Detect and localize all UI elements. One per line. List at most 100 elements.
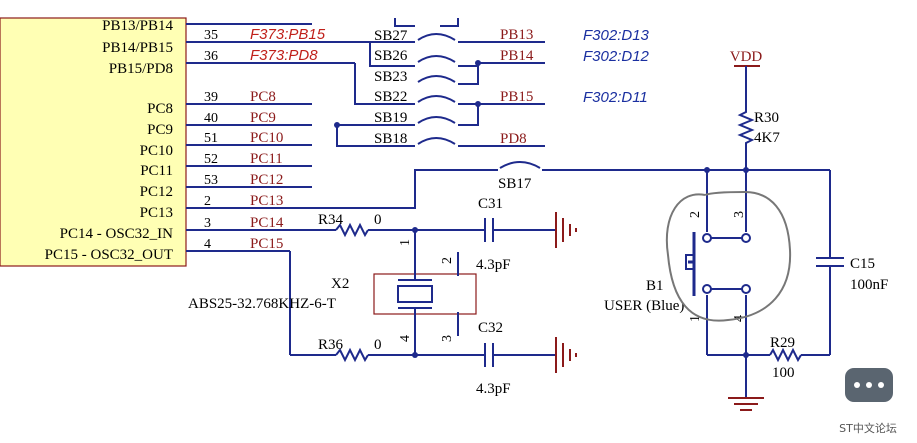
- ground-c32: [555, 337, 577, 373]
- ic-pin-name: PC10: [140, 143, 173, 159]
- c15-ref: C15: [850, 256, 875, 272]
- ground-button: [728, 355, 764, 411]
- sb-label: SB27: [374, 28, 408, 44]
- net-label: PB15: [500, 89, 533, 105]
- c32-capacitor: [484, 343, 556, 367]
- net-label: PC13: [250, 193, 283, 209]
- net-label: PB14: [500, 48, 534, 64]
- x2-ref: X2: [331, 276, 349, 292]
- ic-pin-name: PC8: [147, 101, 173, 117]
- r30-ref: R30: [754, 110, 779, 126]
- c32-value: 4.3pF: [476, 381, 511, 397]
- r36-resistor: [289, 251, 485, 363]
- c15-value: 100nF: [850, 277, 888, 293]
- ic-pin-name: PB14/PB15: [102, 40, 173, 56]
- pin-number: 53: [204, 173, 218, 188]
- ic-pin-name: PC12: [140, 184, 173, 200]
- ground-c31: [555, 212, 577, 248]
- r36-ref: R36: [318, 337, 344, 353]
- right-net-labels: PB13 PB14 PB15 PD8: [500, 27, 534, 147]
- r34-value: 0: [374, 212, 382, 228]
- annotation-circle: [665, 190, 792, 322]
- x2-part: ABS25-32.768KHZ-6-T: [188, 296, 336, 312]
- pin-number: 2: [204, 194, 211, 209]
- b1-pin1: 1: [688, 315, 703, 322]
- net-label: PD8: [500, 131, 527, 147]
- pin-number: 39: [204, 90, 218, 105]
- r30-value: 4K7: [754, 130, 780, 146]
- sb-label: SB17: [498, 176, 532, 192]
- f302-label: F302:D11: [583, 89, 648, 106]
- b1-button: [685, 170, 747, 355]
- net-label: PC11: [250, 151, 283, 167]
- pin-number: 40: [204, 111, 218, 126]
- ic-pin-name: PC14 - OSC32_IN: [60, 226, 174, 242]
- net-label: PC12: [250, 172, 283, 188]
- pin-number: 3: [204, 216, 211, 231]
- b1-terminals: [702, 233, 751, 294]
- net-label: PC10: [250, 130, 283, 146]
- solder-bridge-arcs: [417, 33, 541, 169]
- sb-label: SB19: [374, 110, 407, 126]
- x2-pin2: 2: [440, 257, 455, 264]
- net-label-f373: F373:PB15: [250, 26, 326, 43]
- sb-wiring: [312, 18, 830, 209]
- pin-number: 52: [204, 152, 218, 167]
- sb-labels: SB27 SB26 SB23 SB22 SB19 SB18 SB17: [374, 28, 532, 192]
- ic-net-labels: F373:PB15 F373:PD8 PC8 PC9 PC10 PC11 PC1…: [250, 26, 326, 252]
- ic-pin-name: PC15 - OSC32_OUT: [45, 247, 173, 263]
- pin-number: 36: [204, 49, 218, 64]
- x2-pin4: 4: [398, 335, 413, 342]
- ic-pin-name: PC13: [140, 205, 173, 221]
- b1-ref: B1: [646, 278, 664, 294]
- r34-ref: R34: [318, 212, 344, 228]
- c15-capacitor: [816, 170, 844, 355]
- pin-number: 35: [204, 28, 218, 43]
- sb23-bridge: [417, 75, 456, 83]
- sb19-bridge: [417, 116, 456, 124]
- r36-value: 0: [374, 337, 382, 353]
- c31-capacitor: [484, 218, 556, 242]
- sb-label: SB18: [374, 131, 407, 147]
- sb26-bridge: [417, 55, 456, 63]
- r30-resistor: [737, 108, 755, 170]
- net-label-f373: F373:PD8: [250, 47, 318, 64]
- x2-crystal: [373, 230, 477, 355]
- c32-ref: C32: [478, 320, 503, 336]
- c31-value: 4.3pF: [476, 257, 511, 273]
- net-label: PC8: [250, 89, 276, 105]
- pin-number: 4: [204, 237, 211, 252]
- x2-pin3: 3: [440, 335, 455, 342]
- r34-resistor: [335, 222, 485, 238]
- sb22-bridge: [417, 95, 456, 103]
- ic-pin-name: PB15/PD8: [109, 61, 173, 77]
- f302-label: F302:D12: [583, 48, 650, 65]
- ic-pin-name: PC9: [147, 122, 173, 138]
- x2-pin1: 1: [398, 239, 413, 246]
- watermark-logo: ST中文论坛: [839, 368, 897, 435]
- b1-pin3: 3: [732, 211, 747, 218]
- b1-part: USER (Blue): [604, 298, 684, 314]
- net-label: PC9: [250, 110, 276, 126]
- f302-labels: F302:D13 F302:D12 F302:D11: [583, 27, 650, 106]
- net-label: PC14: [250, 215, 284, 231]
- ic-pin-numbers: 35 36 39 40 51 52 53 2 3 4: [204, 28, 218, 252]
- sb18-bridge: [417, 137, 456, 145]
- r29-resistor: [707, 347, 830, 363]
- ic-pin-name: PC11: [140, 163, 173, 179]
- pin-number: 51: [204, 131, 218, 146]
- b1-pin2: 2: [688, 211, 703, 218]
- r29-ref: R29: [770, 335, 795, 351]
- sb27-bridge: [417, 33, 456, 41]
- watermark-text: ST中文论坛: [839, 421, 897, 435]
- ic-pin-lines: [186, 23, 370, 252]
- sb-label: SB23: [374, 69, 407, 85]
- f302-label: F302:D13: [583, 27, 650, 44]
- c31-ref: C31: [478, 196, 503, 212]
- sb-label: SB26: [374, 48, 408, 64]
- mcu-ic-body: [0, 17, 187, 267]
- ic-pin-name: PB13/PB14: [102, 18, 173, 34]
- vdd-label: VDD: [730, 49, 763, 65]
- r29-value: 100: [772, 365, 795, 381]
